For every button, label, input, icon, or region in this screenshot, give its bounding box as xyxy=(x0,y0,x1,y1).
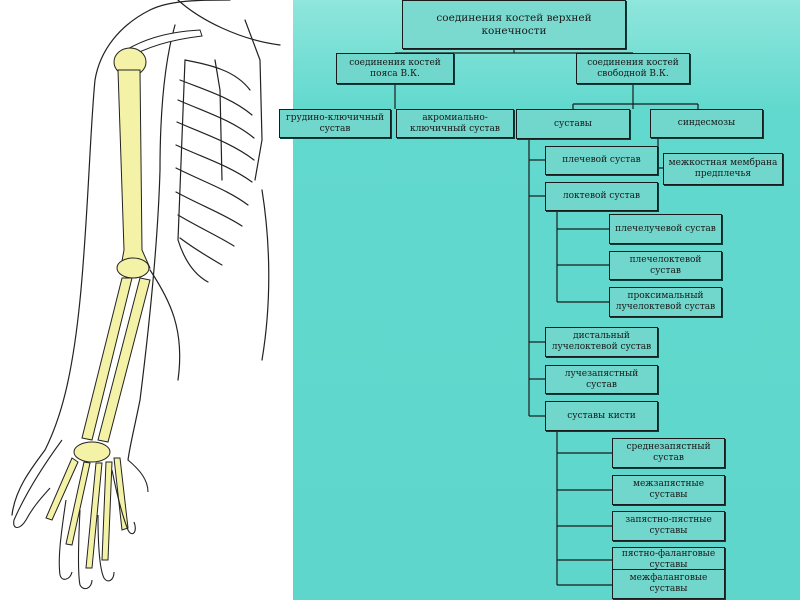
node-girdle: соединения костей пояса В.К. xyxy=(336,53,454,84)
node-elbow: локтевой сустав xyxy=(545,182,658,211)
node-shoulder: плечевой сустав xyxy=(545,146,658,175)
upper-limb-joints-diagram: соединения костей верхней конечности сое… xyxy=(279,0,800,600)
node-proximal-radioulnar: проксимальный лучелоктевой сустав xyxy=(609,287,722,317)
node-root: соединения костей верхней конечности xyxy=(402,0,626,49)
node-acromioclavicular: акромиально-ключичный сустав xyxy=(396,109,514,138)
node-humeroulnar: плечелоктевой сустав xyxy=(609,251,722,280)
node-joints: суставы xyxy=(516,109,630,139)
node-interphalangeal: межфаланговые суставы xyxy=(612,569,725,599)
node-distal-radioulnar: дистальный лучелоктевой сустав xyxy=(545,327,658,357)
connector-lines xyxy=(394,49,699,586)
node-humeroradial: плечелучевой сустав xyxy=(609,214,722,244)
node-radiocarpal: лучезапястный сустав xyxy=(545,365,658,394)
arm-skeleton-drawing xyxy=(11,0,281,590)
node-carpometacarpal: запястно-пястные суставы xyxy=(612,511,725,541)
node-sternoclavicular: грудино-ключичный сустав xyxy=(279,109,391,138)
node-syndesmoses: синдесмозы xyxy=(650,109,763,138)
node-intercarpal: межзапястные суставы xyxy=(612,475,725,505)
node-hand-joints: суставы кисти xyxy=(545,401,658,431)
node-midcarpal: среднезапястный сустав xyxy=(612,438,725,468)
node-interosseous-membrane: межкостная мембрана предплечья xyxy=(663,153,783,185)
arm-skeleton-illustration xyxy=(0,0,293,600)
node-free: соединения костей свободной В.К. xyxy=(576,53,690,84)
node-metacarpophalangeal: пястно-фаланговые суставы xyxy=(612,547,725,573)
